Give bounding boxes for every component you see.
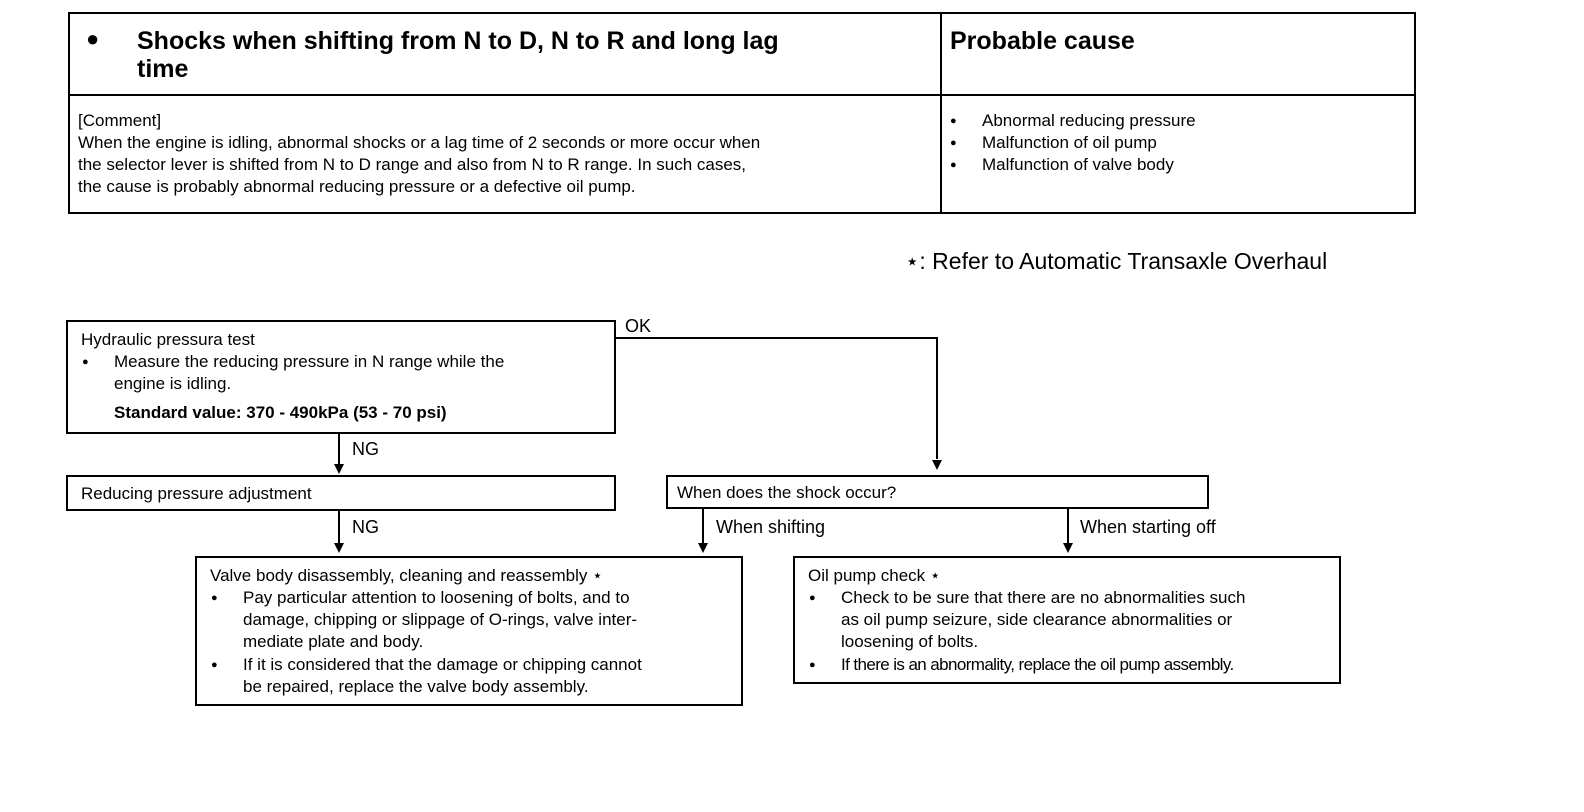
bullet-icon: ●: [809, 592, 816, 604]
header-bullet-icon: ●: [86, 26, 100, 51]
shifting-connector: [702, 509, 704, 543]
valve-bullet-line: mediate plate and body.: [243, 632, 424, 651]
arrow-down-icon: [334, 543, 344, 553]
header-title-line: Shocks when shifting from N to D, N to R…: [137, 27, 779, 55]
cause-list: ● Abnormal reducing pressure ● Malfunction…: [950, 110, 1196, 176]
oilpump-bullet-line: Check to be sure that there are no abnor…: [841, 588, 1246, 607]
cause-item: ● Malfunction of valve body: [950, 154, 1196, 176]
trouble-table: [68, 12, 1416, 214]
ok-connector: [936, 337, 938, 459]
comment-line: the selector lever is shifted from N to …: [78, 155, 747, 174]
arrow-down-icon: [334, 464, 344, 474]
valve-body-box: Valve body disassembly, cleaning and rea…: [195, 556, 743, 706]
arrow-down-icon: [698, 543, 708, 553]
ng-label: NG: [352, 439, 379, 459]
oil-pump-box: Oil pump check ⋆ ● Check to be sure that…: [793, 556, 1341, 684]
comment-line: [Comment]: [78, 111, 162, 130]
arrow-down-icon: [1063, 543, 1073, 553]
hydraulic-bullet-line: engine is idling.: [114, 374, 232, 393]
oilpump-title: Oil pump check ⋆: [808, 566, 941, 585]
arrow-down-icon: [932, 460, 942, 470]
comment-line: the cause is probably abnormal reducing …: [78, 177, 636, 196]
bullet-icon: ●: [950, 115, 957, 127]
starting-connector: [1067, 509, 1069, 543]
when-shifting-label: When shifting: [716, 517, 826, 537]
bullet-icon: ●: [82, 356, 89, 368]
bullet-icon: ●: [211, 659, 218, 671]
comment-line: When the engine is idling, abnormal shoc…: [78, 133, 761, 152]
valve-bullet-line: If it is considered that the damage or c…: [243, 655, 642, 674]
bullet-icon: ●: [809, 659, 816, 671]
valve-bullet-line: Pay particular attention to loosening of…: [243, 588, 630, 607]
oilpump-bullet-line: loosening of bolts.: [841, 632, 979, 651]
hydraulic-pressure-test-box: Hydraulic pressura test ● Measure the re…: [66, 320, 616, 434]
hydraulic-bullet-line: Measure the reducing pressure in N range…: [114, 352, 505, 371]
reducing-title: Reducing pressure adjustment: [81, 484, 312, 503]
ok-connector: [616, 337, 938, 339]
probable-cause-header: Probable cause: [950, 27, 1135, 55]
when-starting-label: When starting off: [1080, 517, 1216, 537]
valve-bullet-line: be repaired, replace the valve body asse…: [243, 677, 589, 696]
valve-title: Valve body disassembly, cleaning and rea…: [210, 566, 603, 585]
comment-block: [Comment] When the engine is idling, abn…: [78, 110, 760, 198]
cause-text: Abnormal reducing pressure: [982, 111, 1196, 130]
oilpump-bullet-line: If there is an abnormality, replace the …: [841, 655, 1234, 674]
ng-connector: [338, 434, 340, 464]
oilpump-bullet-line: as oil pump seizure, side clearance abno…: [841, 610, 1233, 629]
table-column-divider: [940, 12, 942, 214]
bullet-icon: ●: [950, 159, 957, 171]
cause-item: ● Malfunction of oil pump: [950, 132, 1196, 154]
bullet-icon: ●: [211, 592, 218, 604]
shock-occur-box: When does the shock occur?: [666, 475, 1209, 509]
shock-occur-title: When does the shock occur?: [677, 483, 897, 502]
reference-note: ⋆: Refer to Automatic Transaxle Overhaul: [905, 248, 1328, 274]
cause-text: Malfunction of oil pump: [982, 133, 1157, 152]
ok-label: OK: [625, 316, 652, 336]
valve-bullet-line: damage, chipping or slippage of O-rings,…: [243, 610, 638, 629]
cause-text: Malfunction of valve body: [982, 155, 1174, 174]
bullet-icon: ●: [950, 137, 957, 149]
table-row-divider: [68, 94, 1416, 96]
cause-item: ● Abnormal reducing pressure: [950, 110, 1196, 132]
ng-label: NG: [352, 517, 379, 537]
ng-connector: [338, 511, 340, 543]
standard-value: Standard value: 370 - 490kPa (53 - 70 ps…: [114, 403, 447, 422]
hydraulic-title: Hydraulic pressura test: [81, 330, 255, 349]
table-header-title: Shocks when shifting from N to D, N to R…: [137, 27, 779, 83]
header-title-line: time: [137, 55, 189, 83]
reducing-pressure-box: Reducing pressure adjustment: [66, 475, 616, 511]
